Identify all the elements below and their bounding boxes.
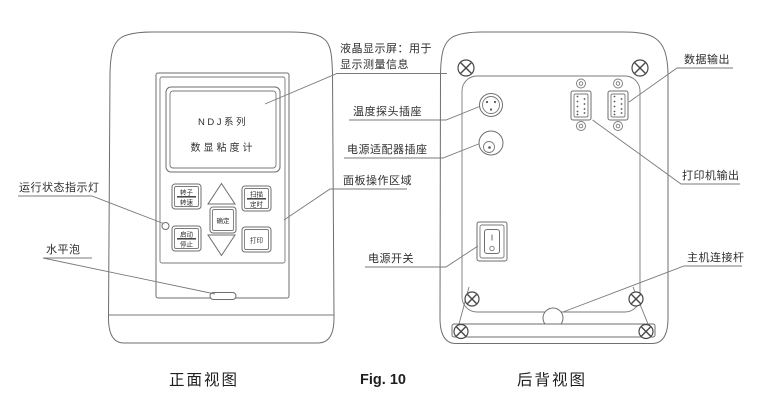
callout-status-led: 运行状态指示灯	[19, 180, 100, 194]
data-output-port	[607, 78, 629, 131]
callout-lcd-line2: 显示测量信息	[340, 57, 409, 71]
status-led	[161, 222, 170, 230]
foot-flare-left	[458, 286, 470, 325]
leader-host-rod	[562, 265, 742, 313]
scan-timer-label-top: 扫描	[250, 190, 264, 199]
caption-back-view: 后背视图	[517, 371, 587, 389]
leader-power-switch	[365, 245, 479, 268]
screw-bottom-outer-left-icon	[453, 323, 469, 340]
leader-power-adapter	[344, 143, 479, 159]
power-adapter-socket	[478, 130, 504, 156]
screw-bottom-outer-right-icon	[638, 323, 654, 340]
caption-front-view: 正面视图	[169, 371, 239, 389]
callout-power-adapter: 电源适配器插座	[347, 142, 428, 156]
level-bubble	[209, 292, 237, 300]
callout-level-bubble: 水平泡	[46, 242, 81, 256]
lcd-screen	[169, 90, 277, 169]
scan-timer-label-bottom: 定时	[250, 200, 264, 209]
print-label: 打印	[250, 236, 263, 245]
lcd-screen-frame	[165, 86, 281, 173]
back-view	[439, 31, 669, 344]
screw-bottom-inner-left-icon	[464, 291, 480, 307]
front-view: NDJ系列 数显粘度计 转子 转速 扫描 定时 启动 停止	[107, 31, 335, 344]
leader-printer-output	[592, 119, 740, 185]
caption-figure-number: Fig. 10	[360, 372, 406, 388]
leader-lcd	[264, 73, 447, 105]
printer-output-port	[570, 78, 592, 131]
callout-leaders	[18, 67, 742, 313]
lcd-text-line2: 数显粘度计	[191, 141, 256, 154]
callout-host-rod: 主机连接杆	[687, 250, 745, 264]
power-switch	[476, 221, 508, 262]
callout-printer-output: 打印机输出	[682, 168, 740, 182]
confirm-label: 确定	[217, 216, 231, 225]
callout-lcd-line1: 液晶显示屏：用于	[340, 41, 432, 55]
lcd-text-line1: NDJ系列	[198, 116, 248, 128]
callout-data-output: 数据输出	[684, 52, 730, 66]
rotor-speed-label-top: 转子	[180, 188, 194, 197]
callout-panel-area: 面板操作区域	[343, 173, 412, 187]
up-arrow-key	[207, 182, 236, 205]
captions: 正面视图 Fig. 10 后背视图	[169, 371, 587, 389]
screw-bottom-inner-right-icon	[628, 291, 644, 307]
switch-off-mark	[489, 245, 495, 252]
front-body-outline	[107, 31, 335, 344]
leader-panel-area	[283, 188, 407, 221]
leader-status-led	[18, 195, 164, 224]
start-stop-button: 启动 停止	[171, 225, 202, 252]
screw-top-right-icon	[631, 59, 649, 77]
callout-texts: 液晶显示屏：用于 显示测量信息 运行状态指示灯 水平泡 温度探头插座 电源适配器…	[19, 41, 745, 265]
leader-level-bubble	[42, 257, 216, 295]
rotor-speed-label-bottom: 转速	[180, 198, 194, 207]
callout-power-switch: 电源开关	[368, 251, 414, 265]
clamp-bar	[451, 323, 656, 338]
back-body-outline	[439, 31, 669, 344]
confirm-button: 确定	[209, 206, 237, 234]
scan-timer-button: 扫描 定时	[241, 185, 272, 212]
leader-temp-probe	[349, 106, 480, 121]
back-inner-panel	[461, 75, 641, 313]
leader-data-output	[628, 67, 733, 103]
front-panel-bezel	[159, 76, 286, 264]
screw-top-left-icon	[457, 59, 475, 77]
rotor-speed-button: 转子 转速	[171, 183, 202, 210]
start-stop-label-top: 启动	[180, 230, 194, 239]
down-arrow-key	[207, 234, 236, 257]
start-stop-label-bottom: 停止	[180, 240, 194, 249]
temp-probe-socket	[479, 93, 503, 117]
callout-temp-probe: 温度探头插座	[353, 104, 422, 118]
print-button: 打印	[241, 226, 272, 253]
